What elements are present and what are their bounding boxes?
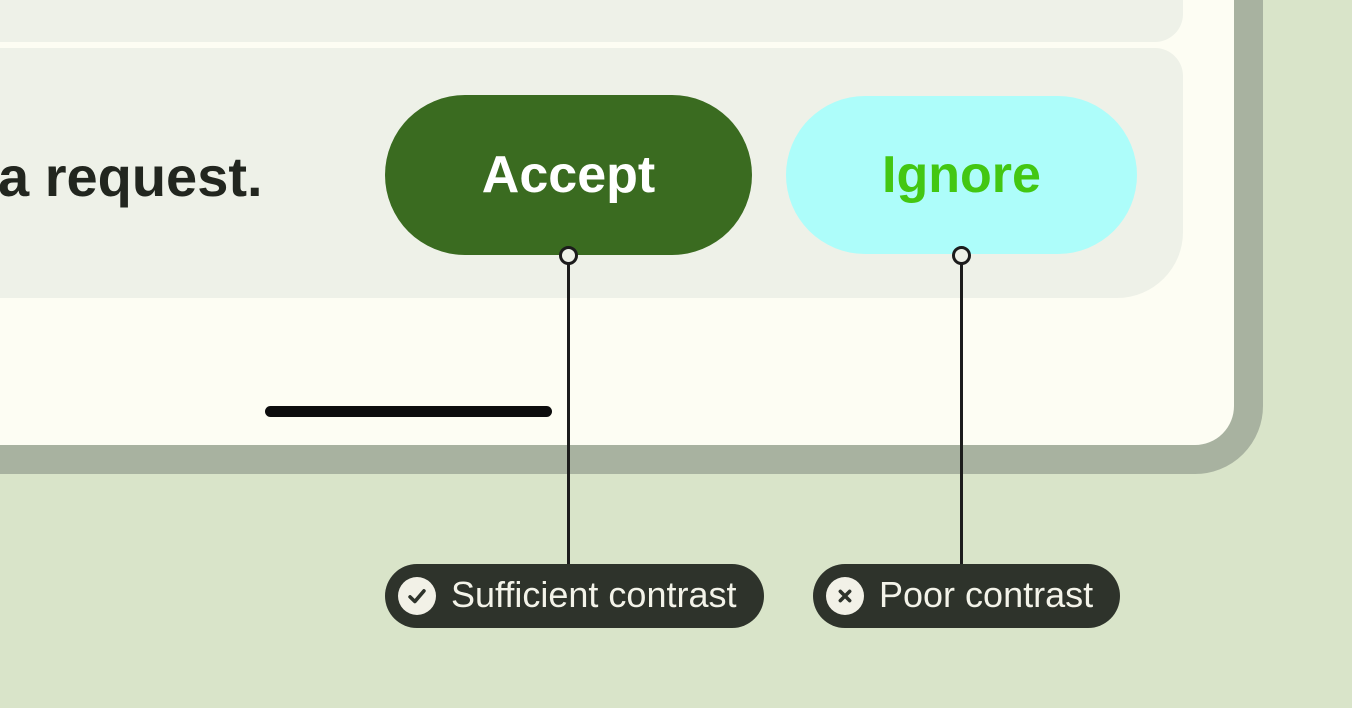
annotation-label: Sufficient contrast [451, 573, 737, 615]
card-top [0, 0, 1183, 42]
callout-anchor-ignore [952, 246, 971, 265]
callout-line-accept [567, 256, 570, 564]
accept-button[interactable]: Accept [385, 95, 752, 255]
callout-line-ignore [960, 256, 963, 564]
check-icon [398, 577, 436, 615]
ignore-button[interactable]: Ignore [786, 96, 1137, 254]
home-indicator[interactable] [265, 406, 552, 417]
annotation-sufficient-contrast: Sufficient contrast [385, 564, 764, 628]
x-icon [826, 577, 864, 615]
annotation-label: Poor contrast [879, 573, 1094, 615]
annotation-poor-contrast: Poor contrast [813, 564, 1121, 628]
callout-anchor-accept [559, 246, 578, 265]
request-message-text: a request. [0, 145, 263, 208]
